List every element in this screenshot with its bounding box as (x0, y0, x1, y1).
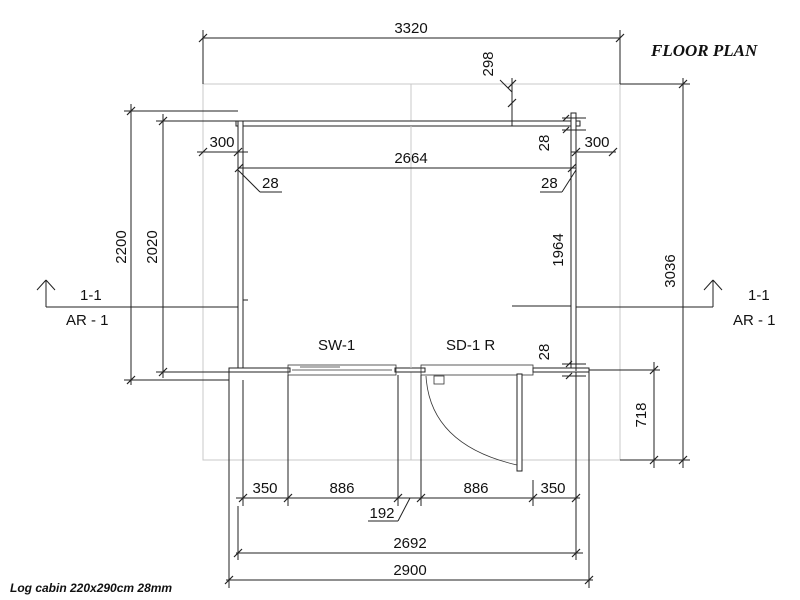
dim-side-overhang-left: 300 (197, 134, 248, 157)
dim-wall-thickness-left: 28 (237, 169, 282, 193)
door-frame (420, 364, 534, 376)
drawing-title: FLOOR PLAN (650, 41, 758, 60)
svg-text:2020: 2020 (144, 230, 161, 263)
svg-text:300: 300 (584, 134, 609, 151)
svg-text:300: 300 (209, 134, 234, 151)
window-frame (287, 364, 397, 376)
dim-wall-thickness-top-right: 28 (536, 114, 586, 152)
svg-text:192: 192 (369, 505, 394, 522)
section-marker-left: 1-1 AR - 1 (36, 279, 238, 329)
dim-outer-depth: 2200 (113, 104, 238, 385)
helper-lines (243, 126, 571, 368)
dim-inner-front-width: 2692 (233, 506, 583, 560)
svg-text:28: 28 (541, 175, 558, 192)
svg-text:886: 886 (463, 480, 488, 497)
section-left-ref: AR - 1 (66, 312, 109, 329)
svg-text:3320: 3320 (394, 20, 427, 37)
dim-overall-depth: 3036 (620, 78, 690, 468)
dim-side-overhang-right: 300 (571, 134, 618, 157)
section-left-label: 1-1 (80, 287, 102, 304)
dim-inner-depth: 2020 (144, 114, 238, 378)
front-wall-right (532, 367, 590, 373)
dim-right-inner-depth: 1964 (550, 126, 577, 371)
front-wall-left (228, 367, 291, 373)
svg-text:28: 28 (536, 135, 553, 152)
svg-text:3036: 3036 (662, 254, 679, 287)
dim-roof-overhang: 298 (480, 51, 517, 126)
drawing-caption: Log cabin 220x290cm 28mm (10, 581, 172, 595)
dim-front-overhang: 718 (589, 362, 660, 468)
dim-overall-width-top: 3320 (198, 20, 625, 84)
svg-text:350: 350 (252, 480, 277, 497)
dim-front-openings: 350 886 886 350 192 (236, 375, 581, 522)
door-label: SD-1 R (446, 337, 495, 354)
svg-text:298: 298 (480, 51, 497, 76)
svg-text:2692: 2692 (393, 535, 426, 552)
dim-wall-thickness-right: 28 (540, 169, 577, 193)
door-swing-arc (425, 375, 518, 466)
svg-text:1964: 1964 (550, 233, 567, 266)
svg-text:2664: 2664 (394, 150, 427, 167)
window-label: SW-1 (318, 337, 355, 354)
top-wall (235, 120, 581, 127)
svg-text:886: 886 (329, 480, 354, 497)
front-wall-center (394, 367, 426, 373)
svg-text:2200: 2200 (113, 230, 130, 263)
svg-text:350: 350 (540, 480, 565, 497)
section-right-label: 1-1 (748, 287, 770, 304)
svg-text:28: 28 (262, 175, 279, 192)
section-right-ref: AR - 1 (733, 312, 776, 329)
svg-text:2900: 2900 (393, 562, 426, 579)
door-leaf (516, 373, 523, 472)
svg-text:718: 718 (633, 402, 650, 427)
dim-outer-front-width: 2900 (224, 372, 594, 588)
left-wall (237, 120, 244, 372)
section-marker-right: 1-1 AR - 1 (576, 279, 776, 329)
svg-text:28: 28 (536, 344, 553, 361)
dim-wall-thickness-front-right: 28 (536, 344, 586, 380)
dim-inner-width: 2664 (234, 150, 577, 173)
